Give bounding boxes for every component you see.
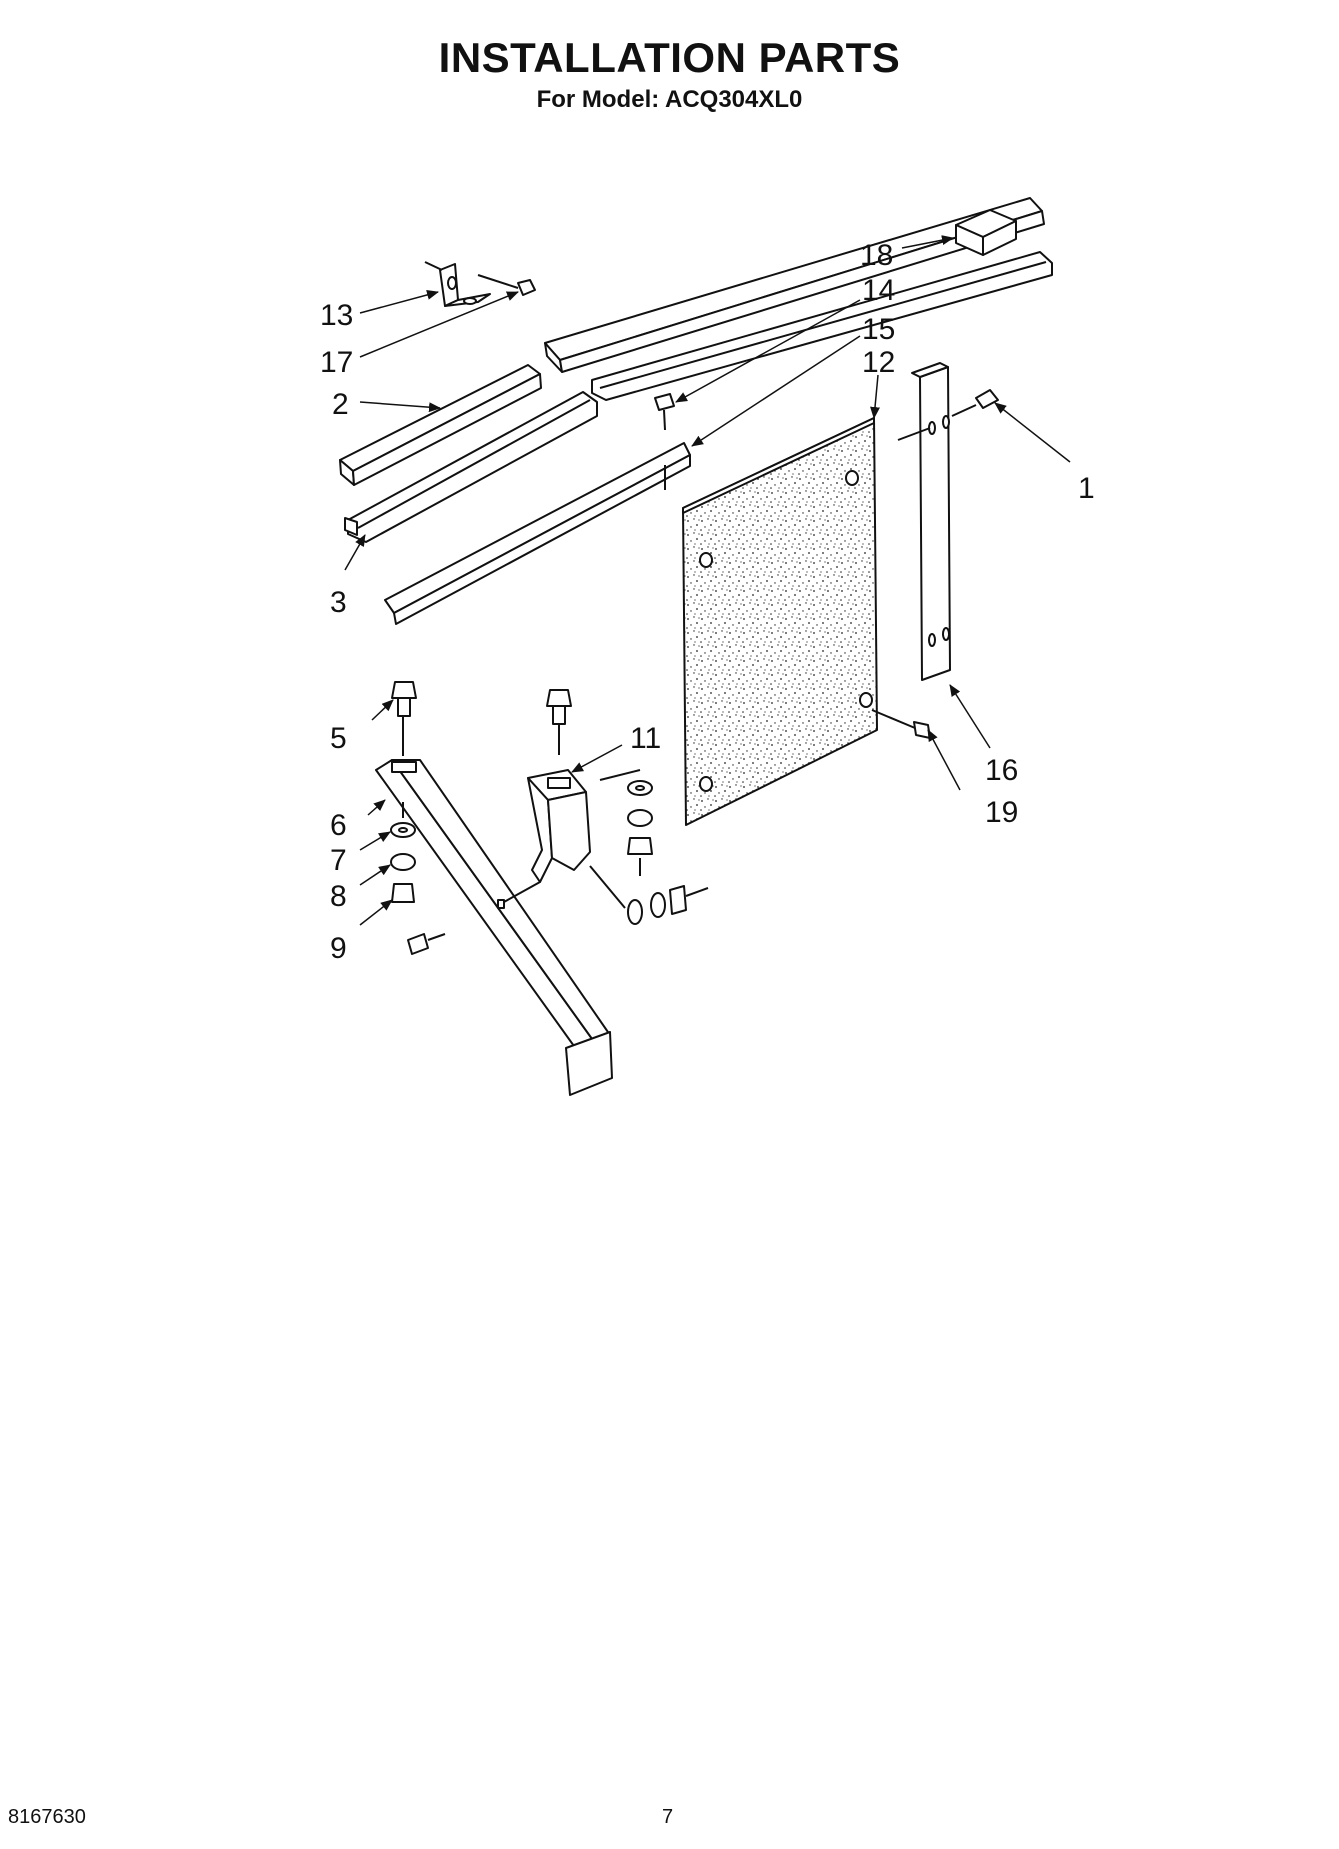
callout-7: 7 <box>330 844 347 877</box>
callout-8: 8 <box>330 880 347 913</box>
callout-6: 6 <box>330 809 347 842</box>
leader-14 <box>359 291 519 358</box>
screw-1 <box>951 389 999 417</box>
short-rail <box>339 364 542 486</box>
support-leg <box>375 759 613 1096</box>
callout-5: 5 <box>330 722 347 755</box>
panel <box>682 417 878 826</box>
leader-6 <box>367 799 386 816</box>
leader-19 <box>927 729 961 791</box>
upper-channel <box>591 251 1053 401</box>
callout-15: 14 <box>862 274 895 307</box>
page-number: 7 <box>662 1806 674 1828</box>
leader-13 <box>359 290 439 314</box>
callout-3: 3 <box>330 586 347 619</box>
upper-rail <box>544 197 1045 373</box>
hardware-stack-lower <box>589 865 709 925</box>
bolt-5 <box>391 681 417 756</box>
leader-17 <box>949 684 991 749</box>
leader-9 <box>359 899 393 926</box>
leg-bracket <box>527 769 591 883</box>
callout-1: 1 <box>1078 472 1095 505</box>
screw-15 <box>654 393 675 490</box>
callout-14: 17 <box>320 346 353 379</box>
hardware-stack-right <box>599 769 653 876</box>
callout-12: 12 <box>862 346 895 379</box>
angle-strip <box>384 442 691 625</box>
corner-bracket <box>424 261 491 307</box>
leader-16 <box>691 335 861 447</box>
bolt-11 <box>546 689 572 755</box>
callout-11: 11 <box>630 722 661 755</box>
callout-2: 2 <box>332 388 349 421</box>
leader-7 <box>359 831 391 851</box>
callout-17: 16 <box>985 754 1018 787</box>
leader-11 <box>571 744 623 773</box>
screw-14 <box>477 274 536 296</box>
leader-18 <box>901 235 954 249</box>
callout-9: 9 <box>330 932 347 965</box>
callout-18: 18 <box>860 239 893 272</box>
hardware-stack-left <box>390 802 416 903</box>
leader-3 <box>344 534 366 571</box>
callout-19: 19 <box>985 796 1018 829</box>
leader-8 <box>359 864 391 886</box>
screw-9 <box>407 933 446 955</box>
callout-13: 13 <box>320 299 353 332</box>
page-title: INSTALLATION PARTS <box>438 34 901 81</box>
leader-1 <box>994 402 1071 463</box>
vertical-strip <box>897 362 951 681</box>
callout-16: 15 <box>862 313 895 346</box>
screw-19 <box>871 709 931 739</box>
document-number: 8167630 <box>8 1806 86 1828</box>
leader-2 <box>359 401 441 413</box>
leader-12 <box>870 374 880 419</box>
model-subtitle: For Model: ACQ304XL0 <box>536 86 803 113</box>
foam-block <box>955 209 1017 256</box>
leader-15 <box>675 299 861 403</box>
leader-5 <box>371 699 394 721</box>
